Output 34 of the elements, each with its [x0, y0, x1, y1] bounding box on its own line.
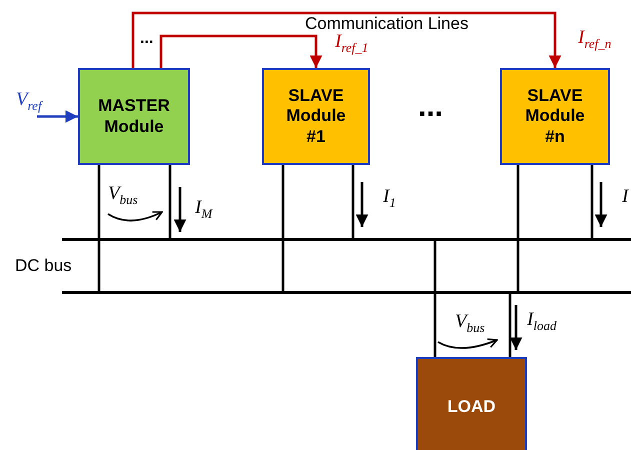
edge-label: I$_{ref_n}$	[578, 28, 612, 50]
wire	[168, 165, 172, 238]
quantity-label: I$_{1}$	[383, 186, 396, 211]
module-box	[500, 68, 610, 165]
load-box	[416, 357, 527, 450]
wire	[590, 165, 594, 238]
quantity-label: I	[622, 186, 628, 208]
node-label: SLAVE Module #1	[285, 86, 347, 148]
text-label: DC bus	[15, 256, 72, 276]
module-box	[262, 68, 370, 165]
arrow	[132, 12, 562, 68]
input-arrow	[37, 110, 78, 123]
wire	[282, 165, 284, 291]
bus-line	[62, 291, 631, 294]
quantity-label: V$_{bus}$	[455, 311, 485, 336]
quantity-label: I$_{M}$	[195, 197, 212, 222]
node-label: SLAVE Module #n	[524, 86, 586, 148]
ellipsis: ...	[140, 30, 154, 48]
edge-label: I$_{ref_1}$	[335, 32, 368, 54]
node-label: MASTER Module	[97, 96, 171, 137]
wire	[434, 241, 436, 357]
wire	[352, 165, 354, 238]
wire	[98, 165, 100, 291]
wire	[516, 165, 520, 291]
node-label: LOAD	[446, 396, 497, 418]
text-label: Communication Lines	[305, 14, 468, 34]
edge-label: V$_{ref}$	[16, 90, 42, 112]
bus-line	[62, 238, 631, 241]
wire	[508, 294, 512, 357]
ellipsis: ...	[418, 90, 444, 124]
quantity-label: V$_{bus}$	[108, 183, 138, 208]
module-box	[78, 68, 190, 165]
arrow	[160, 34, 322, 68]
quantity-label: I$_{load}$	[527, 309, 556, 334]
